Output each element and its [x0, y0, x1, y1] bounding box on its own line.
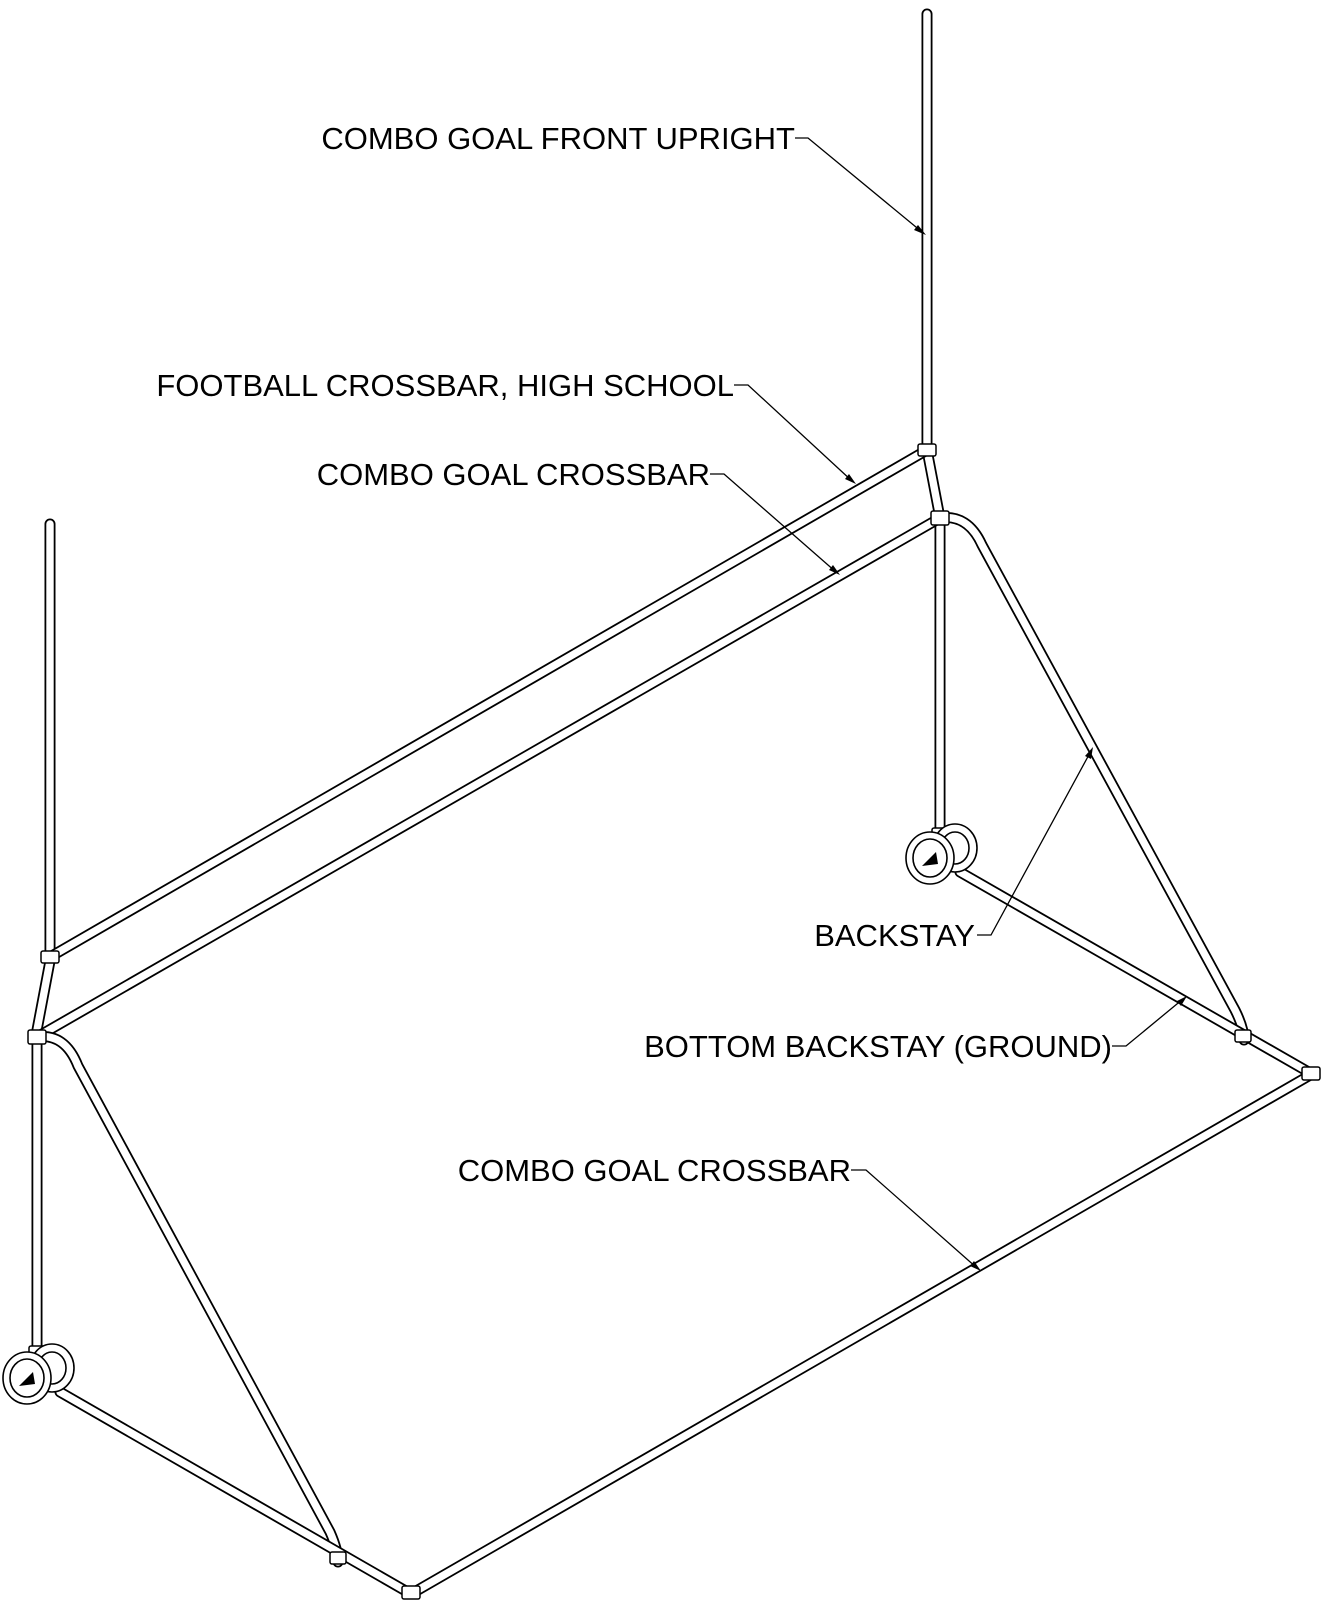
joint-left-mid: [27, 1029, 47, 1045]
left-bottom-backstay: [54, 1386, 417, 1600]
left-backstay: [31, 1031, 344, 1568]
callouts: COMBO GOAL FRONT UPRIGHT FOOTBALL CROSSB…: [156, 121, 1112, 1188]
leader-lines: [710, 137, 1187, 1271]
joint-right-mid: [930, 510, 950, 526]
right-wheel-assembly: [905, 823, 978, 885]
joint-right-top: [917, 443, 937, 457]
joint-right-backstay-ground: [1234, 1029, 1252, 1043]
football-crossbar: [44, 444, 933, 963]
label-front-upright: COMBO GOAL FRONT UPRIGHT: [321, 121, 795, 156]
leader-football-crossbar: [734, 384, 853, 482]
leader-bottom-backstay: [1112, 998, 1184, 1047]
leader-upper-crossbar: [710, 473, 837, 573]
joint-fittings: [27, 443, 1321, 1600]
leader-backstay: [977, 750, 1092, 936]
right-backstay: [934, 512, 1250, 1046]
leader-front-upright: [795, 137, 923, 233]
right-front-upright: [921, 8, 946, 848]
joint-left-rear-corner: [401, 1585, 421, 1600]
combo-goal-upper-crossbar: [31, 512, 946, 1043]
right-bottom-backstay: [954, 866, 1318, 1080]
goal-frame: [31, 8, 1318, 1600]
label-bottom-backstay: BOTTOM BACKSTAY (GROUND): [644, 1029, 1112, 1064]
joint-left-top: [40, 950, 60, 964]
label-backstay: BACKSTAY: [814, 918, 975, 953]
combo-goal-lower-crossbar: [405, 1068, 1318, 1600]
left-front-upright: [31, 518, 56, 1366]
left-wheel-assembly: [2, 1343, 75, 1405]
label-football-crossbar: FOOTBALL CROSSBAR, HIGH SCHOOL: [156, 368, 734, 403]
joint-left-backstay-ground: [329, 1551, 347, 1565]
label-upper-crossbar: COMBO GOAL CROSSBAR: [317, 457, 710, 492]
label-lower-crossbar: COMBO GOAL CROSSBAR: [458, 1153, 851, 1188]
joint-right-rear-corner: [1301, 1066, 1321, 1081]
leader-lower-crossbar: [851, 1169, 978, 1269]
